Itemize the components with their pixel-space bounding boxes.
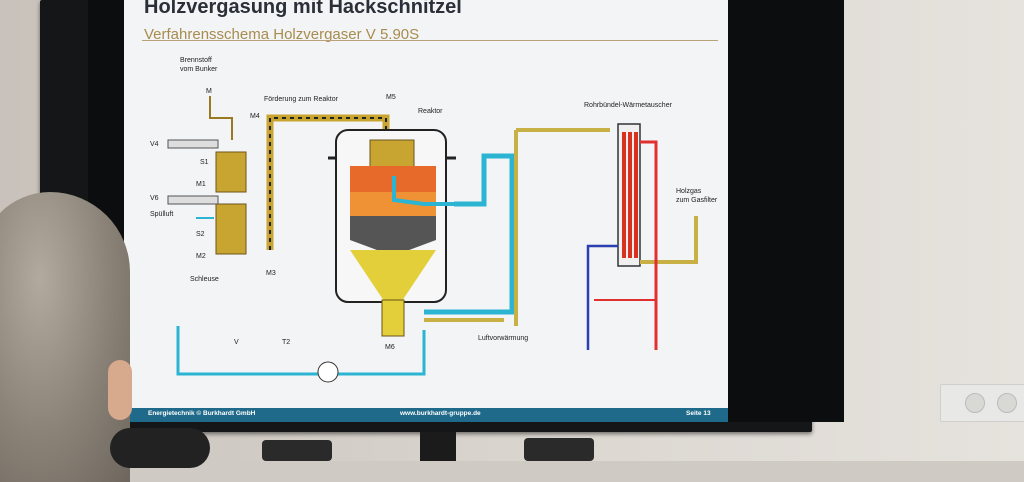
air-preheat-line xyxy=(424,153,515,315)
air-blower xyxy=(317,361,339,383)
label-purge-air: Spülluft xyxy=(150,211,173,218)
label-fuel-1: Brennstoff xyxy=(180,57,212,64)
exchanger-tube-1 xyxy=(622,132,626,258)
label-s2: S2 xyxy=(196,231,205,238)
ash-cone xyxy=(350,250,436,304)
exchanger-tube-3 xyxy=(634,132,638,258)
power-outlet-icon xyxy=(965,393,985,413)
label-m3: M3 xyxy=(266,270,276,277)
power-outlet-icon xyxy=(997,393,1017,413)
label-v: V xyxy=(234,339,239,346)
audience-head xyxy=(0,192,130,482)
wall-outlet-plate xyxy=(940,384,1024,422)
label-heat-exchanger: Rohrbündel-Wärmetauscher xyxy=(584,102,673,109)
label-woodgas-2: zum Gasfilter xyxy=(676,197,718,204)
valve-v6-actuator xyxy=(167,195,219,205)
label-reactor: Reaktor xyxy=(418,108,443,115)
char-bed xyxy=(350,216,436,256)
label-t2: T2 xyxy=(282,339,290,346)
presentation-slide: Holzvergasung mit Hackschnitzel Verfahre… xyxy=(124,0,728,422)
airlock-chamber xyxy=(215,203,247,255)
tv-stand xyxy=(420,432,456,461)
label-conveyor: Förderung zum Reaktor xyxy=(264,96,339,103)
exchanger-tube-2 xyxy=(628,132,632,258)
label-m6: M6 xyxy=(385,344,395,351)
label-v4: V4 xyxy=(150,141,159,148)
reactor-top-feed xyxy=(369,139,415,171)
label-m1: M1 xyxy=(196,181,206,188)
audience-ear xyxy=(108,360,132,420)
slide-title: Holzvergasung mit Hackschnitzel xyxy=(144,0,462,18)
woodgas-out-line xyxy=(640,216,698,264)
label-woodgas-1: Holzgas xyxy=(676,188,702,195)
footer-page: Seite 13 xyxy=(686,410,711,417)
desk-device-left xyxy=(262,440,332,461)
label-s1: S1 xyxy=(200,159,209,166)
microphone xyxy=(110,428,210,468)
hot-water-line xyxy=(640,140,658,350)
label-fuel-2: vom Bunker xyxy=(180,66,218,73)
footer-company: Energietechnik © Burkhardt GmbH xyxy=(148,410,256,417)
fuel-feed-line xyxy=(209,96,233,140)
label-v6: V6 xyxy=(150,195,159,202)
process-diagram: Brennstoff vom Bunker Förderung zum Reak… xyxy=(150,57,718,383)
valve-v4-actuator xyxy=(167,139,219,149)
cold-water-line xyxy=(586,244,618,350)
label-m4: M4 xyxy=(250,113,260,120)
air-nozzle xyxy=(392,176,454,206)
label-m5: M5 xyxy=(386,94,396,101)
gas-outlet-line xyxy=(424,130,518,326)
slide-subtitle: Verfahrensschema Holzvergaser V 5.90S xyxy=(144,26,420,43)
title-divider xyxy=(142,40,718,41)
fuel-hopper xyxy=(215,151,247,193)
combustion-air-line xyxy=(176,326,426,376)
label-m: M xyxy=(206,88,212,95)
desk-device-right xyxy=(524,438,594,461)
label-air-preheat: Luftvorwärmung xyxy=(478,335,528,342)
ash-outlet xyxy=(381,299,405,337)
label-airlock: Schleuse xyxy=(190,276,219,283)
label-m2: M2 xyxy=(196,253,206,260)
footer-website: www.burkhardt-gruppe.de xyxy=(400,410,481,417)
slide-footer: Energietechnik © Burkhardt GmbH www.burk… xyxy=(124,408,728,422)
